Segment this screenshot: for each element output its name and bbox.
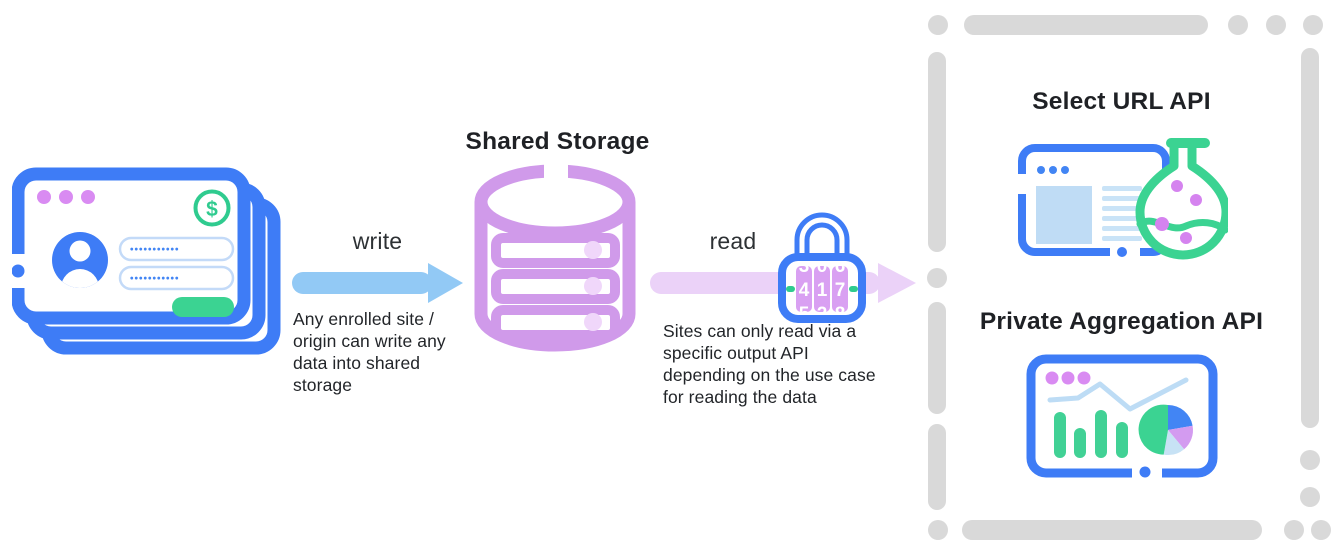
svg-text:0: 0 <box>817 256 828 277</box>
read-description: Sites can only read via a specific outpu… <box>663 321 876 408</box>
svg-text:2: 2 <box>817 304 828 324</box>
svg-text:6: 6 <box>835 256 846 277</box>
border-dot <box>12 264 25 278</box>
front-card: $ ••••••••••• ••••••••••• <box>12 167 251 325</box>
pie-chart <box>1138 404 1193 455</box>
window-dots-icon <box>1045 371 1091 385</box>
avatar-icon <box>52 232 108 288</box>
line-chart <box>1047 377 1189 412</box>
select-url-api-title: Select URL API <box>1032 88 1211 115</box>
svg-text:3: 3 <box>799 256 810 277</box>
combination-lock-icon: 3 0 6 4 1 7 5 2 8 <box>778 212 866 324</box>
browser-flask-icon <box>1014 138 1228 260</box>
lock-dials: 3 0 6 4 1 7 5 2 8 <box>786 256 858 324</box>
svg-text:7: 7 <box>835 280 846 301</box>
password-field: ••••••••••• <box>118 265 235 291</box>
browser-windows-stack-icon: $ ••••••••••• ••••••••••• <box>12 167 281 355</box>
shared-storage-title: Shared Storage <box>465 128 650 155</box>
svg-text:5: 5 <box>799 304 810 324</box>
write-description: Any enrolled site / origin can write any… <box>293 309 446 396</box>
browser-window <box>1014 144 1176 260</box>
database-icon <box>474 162 636 352</box>
read-label: read <box>709 228 757 254</box>
svg-text:$: $ <box>206 198 218 221</box>
window-dots-icon <box>37 190 95 204</box>
bar-chart <box>1054 410 1128 458</box>
submit-button-shape <box>172 297 234 317</box>
write-label: write <box>352 228 403 254</box>
svg-text:1: 1 <box>817 280 828 301</box>
svg-text:4: 4 <box>799 280 810 301</box>
dashboard-chart-icon <box>1026 354 1218 480</box>
database-bands <box>491 233 620 340</box>
private-aggregation-api-title: Private Aggregation API <box>979 308 1264 335</box>
flask-icon <box>1135 138 1228 260</box>
svg-text:8: 8 <box>835 304 846 324</box>
svg-text:•••••••••••: ••••••••••• <box>130 274 180 285</box>
write-arrow-icon <box>292 263 463 303</box>
svg-text:•••••••••••: ••••••••••• <box>130 245 180 256</box>
dollar-icon: $ <box>193 189 231 227</box>
password-field: ••••••••••• <box>118 236 235 262</box>
